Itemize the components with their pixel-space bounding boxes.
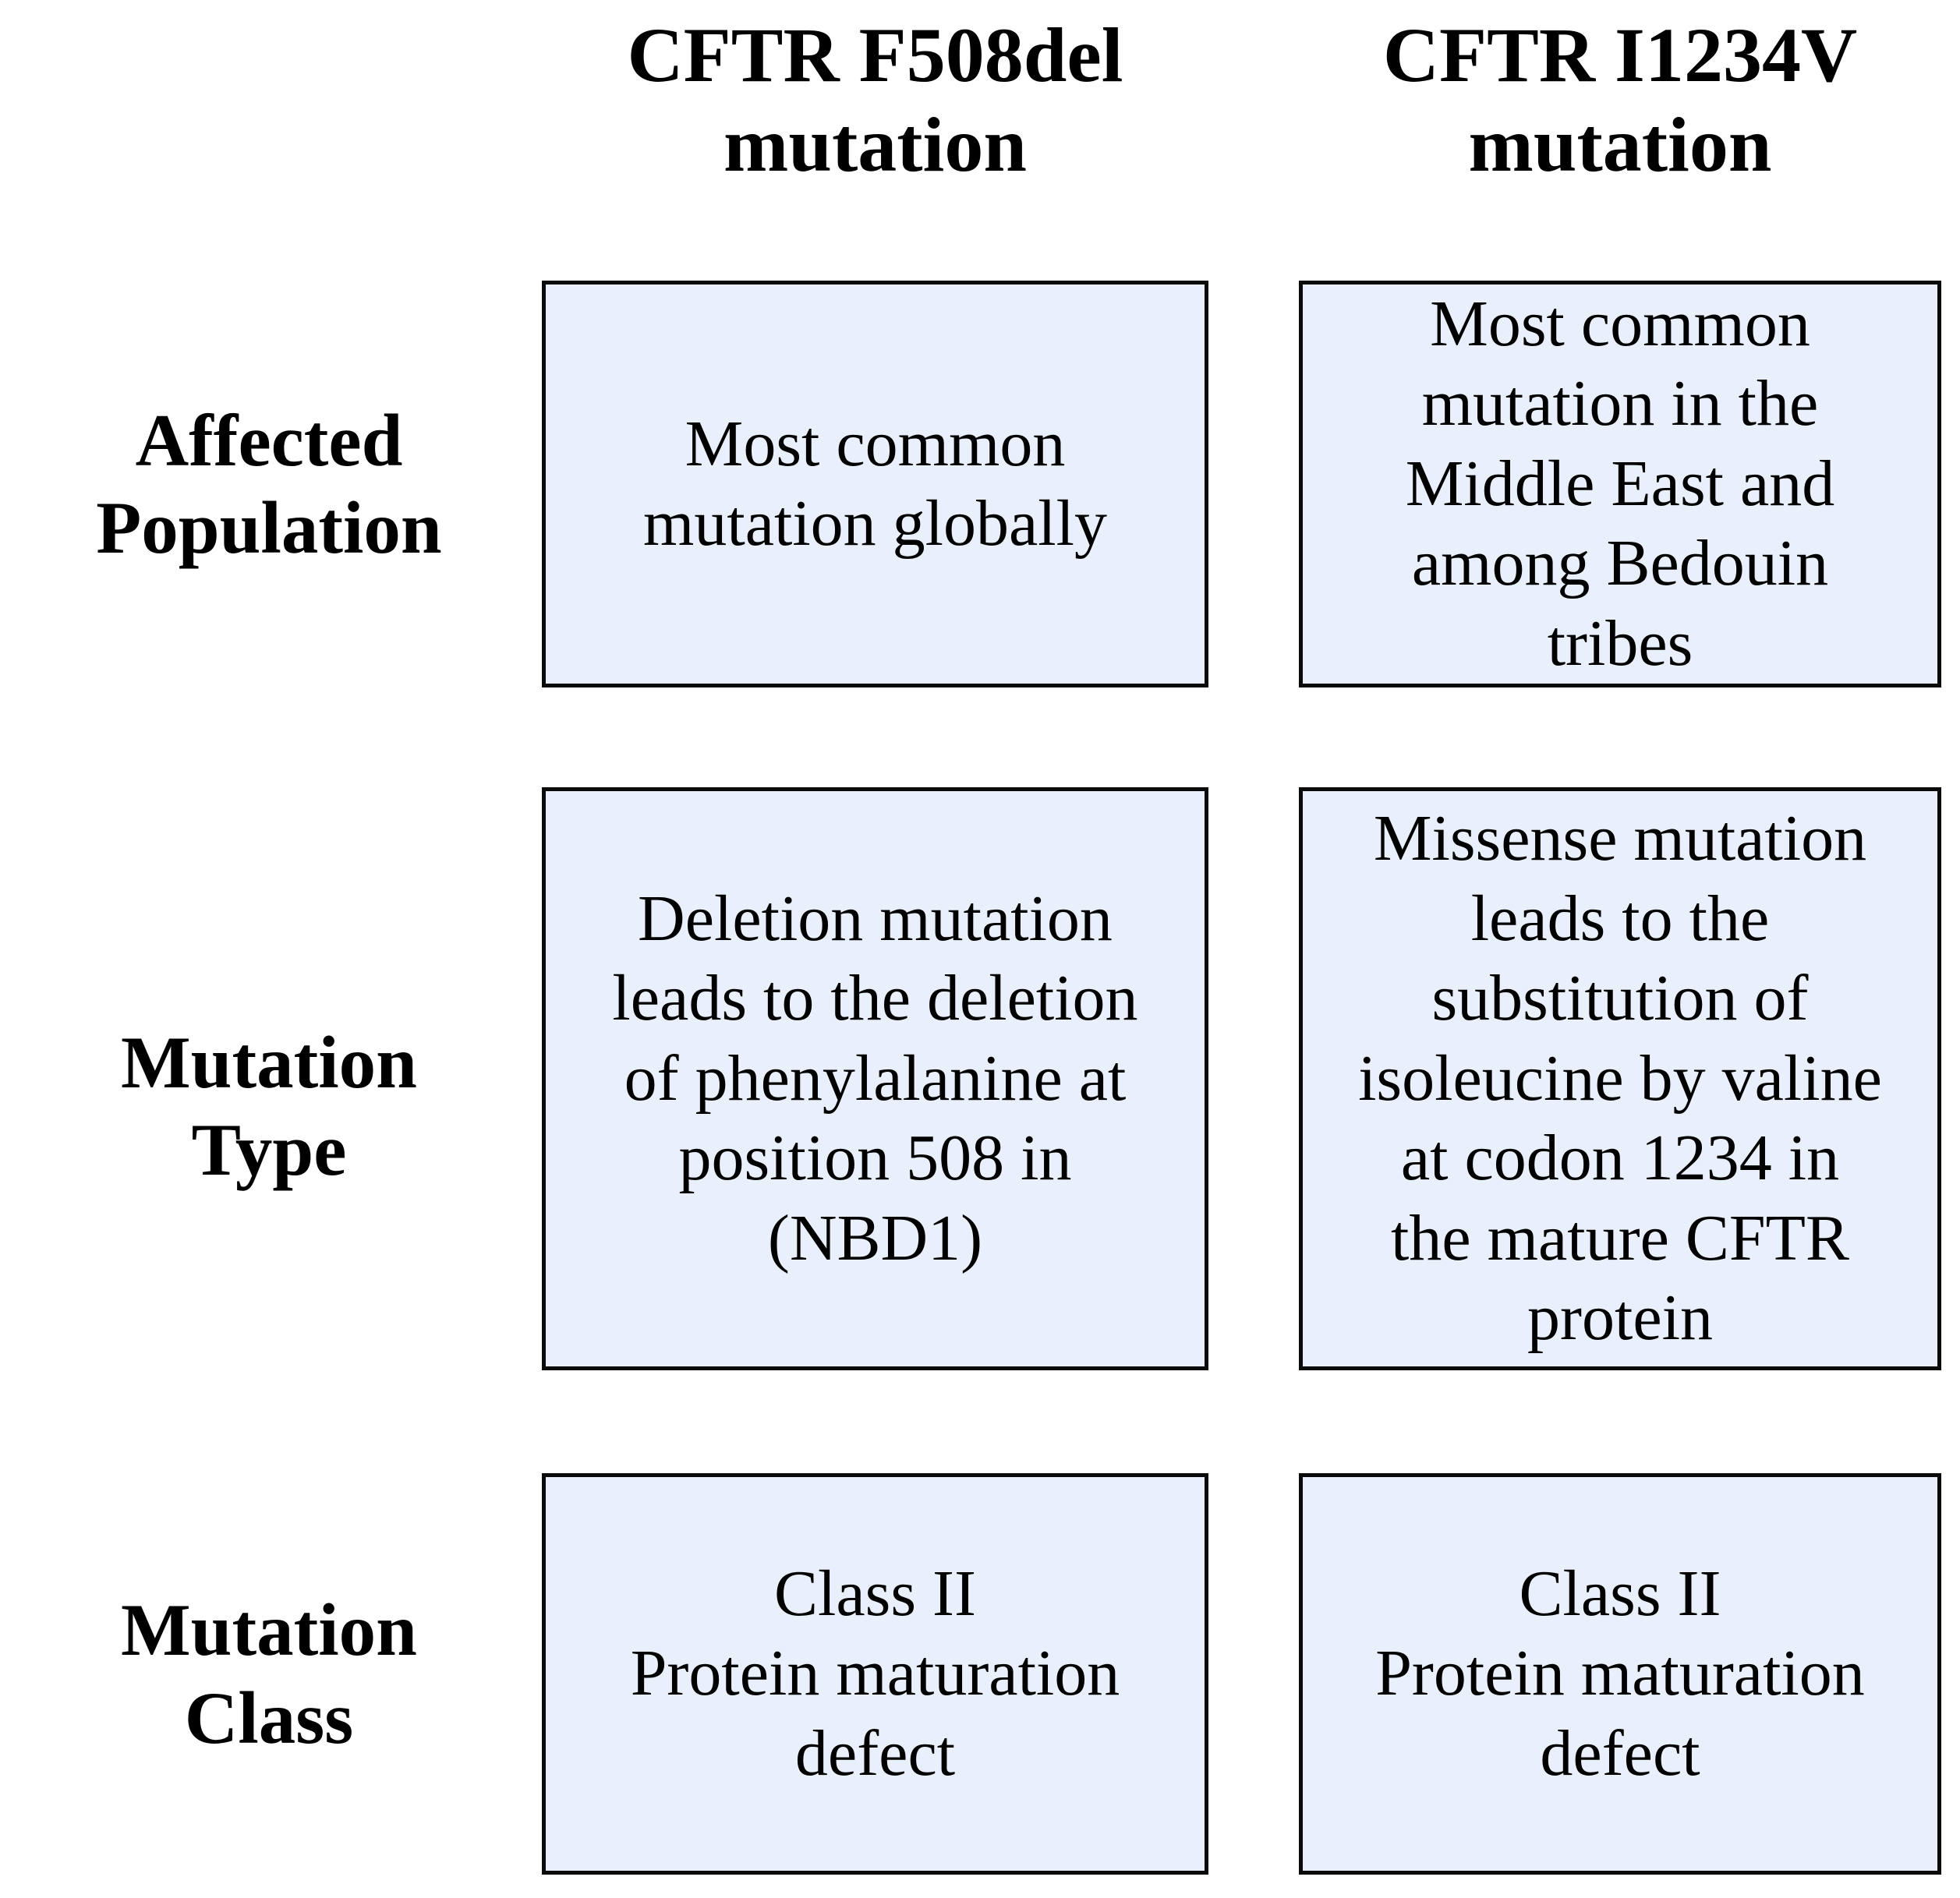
cell-mutation-type-i1234v: Missense mutation leads to the substitut… [1299, 787, 1941, 1370]
column-header-f508del: CFTR F508del mutation [627, 11, 1123, 188]
row-label-affected-population: Affected Population [96, 398, 442, 569]
row-label-mutation-type: Mutation Type [121, 1020, 417, 1191]
cell-affected-population-f508del: Most common mutation globally [542, 281, 1208, 687]
cell-affected-population-i1234v: Most common mutation in the Middle East … [1299, 281, 1941, 687]
cell-mutation-class-f508del: Class II Protein maturation defect [542, 1473, 1208, 1875]
cell-mutation-class-i1234v: Class II Protein maturation defect [1299, 1473, 1941, 1875]
cell-mutation-type-f508del: Deletion mutation leads to the deletion … [542, 787, 1208, 1370]
column-header-i1234v: CFTR I1234V mutation [1382, 11, 1858, 188]
row-label-mutation-class: Mutation Class [121, 1589, 417, 1759]
